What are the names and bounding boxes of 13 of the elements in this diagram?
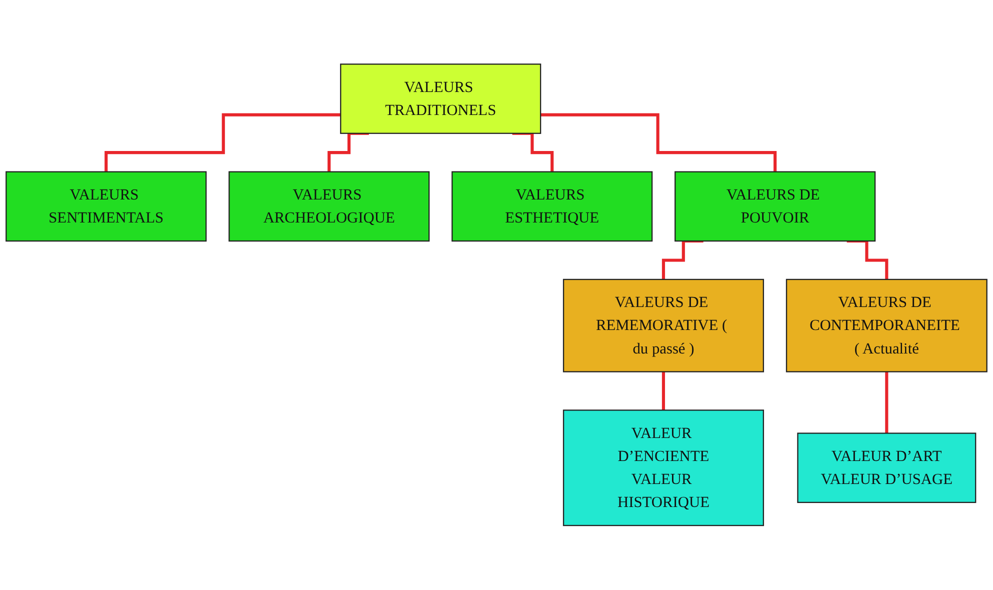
node-box: VALEURS DE POUVOIR [674, 171, 876, 242]
node-box: VALEUR D’ART VALEUR D’USAGE [797, 432, 976, 504]
node-box: VALEURS ESTHETIQUE [452, 171, 653, 242]
connector [662, 370, 666, 412]
node-box: VALEURS SENTIMENTALS [6, 171, 207, 242]
node-box: VALEURS DE REMEMORATIVE ( du passé ) [562, 279, 764, 372]
connector [885, 370, 888, 435]
connector [104, 113, 341, 174]
node-box: VALEURS DE CONTEMPORANEITE ( Actualité [786, 279, 988, 372]
node-box: VALEUR D’ENCIENTE VALEUR HISTORIQUE [562, 410, 764, 526]
node-box: VALEURS TRADITIONELS [340, 64, 542, 134]
connector [540, 113, 777, 174]
node-box: VALEURS ARCHEOLOGIQUE [228, 171, 430, 242]
